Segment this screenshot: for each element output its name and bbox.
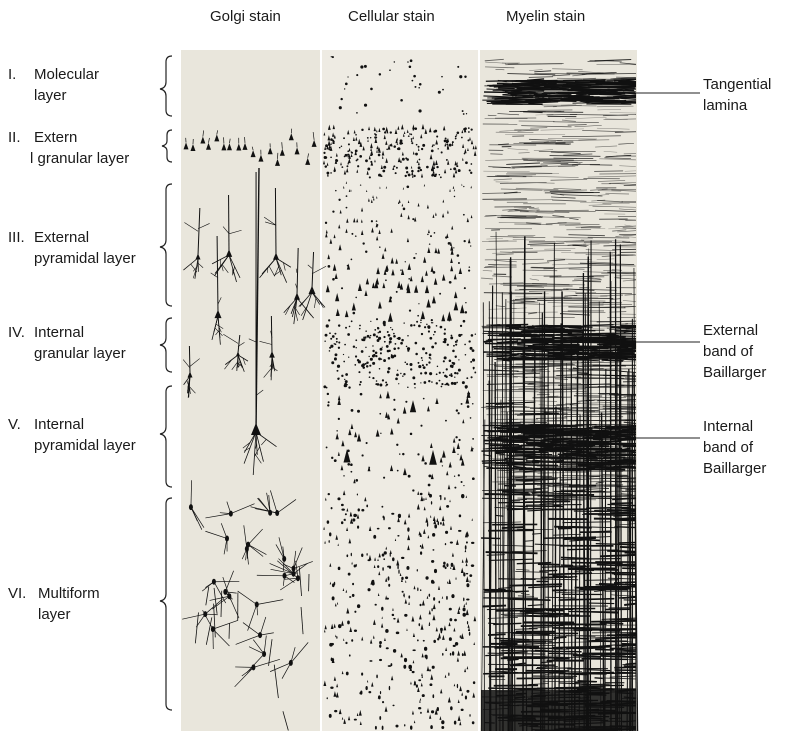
golgi-panel [181,50,320,731]
layer-brackets [160,56,172,710]
